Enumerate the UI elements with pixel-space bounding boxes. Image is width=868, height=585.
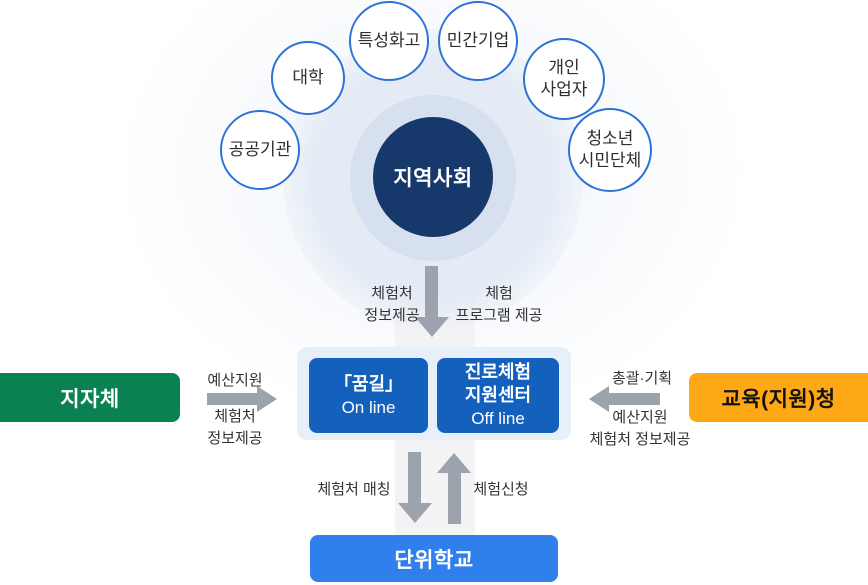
circle-individual-business: 개인 사업자 — [523, 38, 605, 120]
local-government-label: 지자체 — [60, 387, 120, 411]
arrow-down-head-icon — [398, 503, 432, 523]
unit-school-label: 단위학교 — [394, 548, 474, 572]
label-overall-planning: 총괄·기획 — [611, 370, 673, 387]
arrow-right-icon — [207, 393, 259, 405]
career-center-title: 진로체험 지원센터 — [464, 362, 532, 405]
label-experience-apply: 체험신청 — [473, 481, 529, 498]
circle-label: 개인 사업자 — [540, 58, 588, 99]
education-office-box: 교육(지원)청 — [689, 373, 868, 422]
circle-label: 특성화고 — [357, 31, 421, 50]
circle-label: 공공기관 — [228, 140, 292, 159]
arrow-left-head-icon — [589, 386, 609, 412]
career-center-subtitle: Off line — [471, 409, 525, 428]
label-experience-site-info: 체험처 정보제공 — [364, 285, 420, 324]
label-budget-site-info-right: 예산지원 체험처 정보제공 — [589, 409, 691, 448]
unit-school-box: 단위학교 — [310, 535, 558, 582]
circle-youth-civic-group: 청소년 시민단체 — [568, 108, 652, 192]
circle-specialized-highschool: 특성화고 — [349, 1, 429, 81]
circle-university: 대학 — [271, 41, 345, 115]
local-government-box: 지자체 — [0, 373, 180, 422]
arrow-down-head-icon — [415, 317, 449, 337]
arrow-up-head-icon — [437, 453, 471, 473]
community-hub-circle: 지역사회 — [373, 117, 493, 237]
arrow-down-icon — [408, 452, 421, 504]
label-site-matching: 체험처 매칭 — [317, 481, 391, 498]
circle-public-institution: 공공기관 — [220, 110, 300, 190]
label-experience-program: 체험 프로그램 제공 — [455, 285, 543, 324]
dream-path-subtitle: On line — [341, 397, 396, 417]
dream-path-title: 「꿈길」 — [333, 373, 404, 394]
circle-label: 대학 — [292, 68, 324, 87]
circle-label: 민간기업 — [446, 31, 510, 50]
dream-path-online-box: 「꿈길」 On line — [309, 358, 428, 433]
label-site-info-left: 체험처 정보제공 — [207, 408, 263, 447]
circle-private-company: 민간기업 — [438, 1, 518, 81]
circle-label: 청소년 시민단체 — [578, 129, 642, 170]
arrow-right-head-icon — [257, 386, 277, 412]
education-office-label: 교육(지원)청 — [721, 387, 836, 411]
hub-label: 지역사회 — [393, 167, 473, 190]
arrow-left-icon — [608, 393, 660, 405]
career-support-center-box: 진로체험 지원센터 Off line — [437, 358, 559, 433]
arrow-up-icon — [448, 472, 461, 524]
label-budget-support-left: 예산지원 — [207, 372, 263, 389]
arrow-down-icon — [425, 266, 438, 318]
